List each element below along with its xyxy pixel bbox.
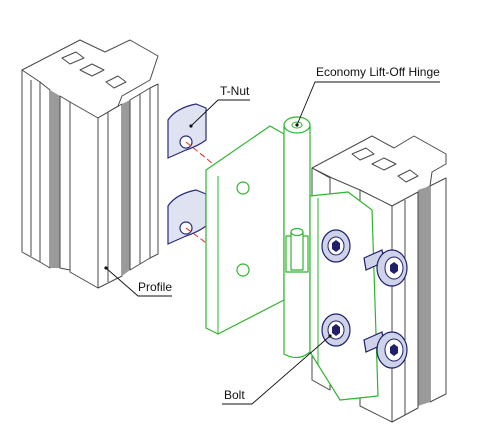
label-t-nut: T-Nut <box>220 84 250 98</box>
t-nut-lower <box>167 189 207 245</box>
t-nut-upper <box>167 103 207 159</box>
label-profile: Profile <box>138 280 172 294</box>
label-hinge: Economy Lift-Off Hinge <box>316 65 440 79</box>
callout-leaders <box>104 81 440 405</box>
bolt-upper-loose <box>363 249 408 287</box>
bolt-heads-on-hinge <box>321 229 351 347</box>
left-aluminum-profile <box>21 39 159 289</box>
bolt-lower-loose <box>363 331 408 369</box>
label-bolt: Bolt <box>224 388 245 402</box>
